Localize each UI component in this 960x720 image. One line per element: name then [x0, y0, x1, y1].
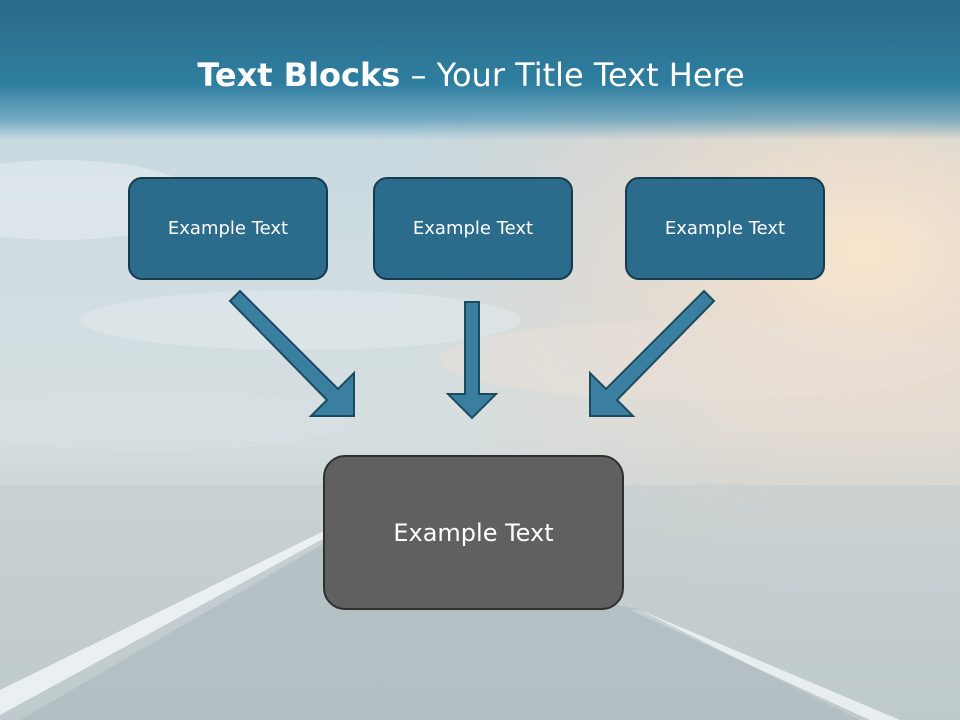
cloud — [0, 390, 350, 450]
track-bed — [20, 540, 860, 720]
text-block-bottom[interactable]: Example Text — [323, 455, 624, 610]
text-block-center[interactable]: Example Text — [373, 177, 573, 280]
slide-title: Text Blocks – Your Title Text Here — [0, 56, 942, 94]
text-block-center-label: Example Text — [412, 218, 534, 239]
text-block-left[interactable]: Example Text — [128, 177, 328, 280]
rail-left — [0, 532, 330, 715]
arrow-right-diagonal — [589, 289, 716, 417]
header-band — [0, 0, 960, 140]
title-separator: – — [400, 56, 437, 94]
text-block-right-label: Example Text — [664, 218, 786, 239]
text-block-right[interactable]: Example Text — [625, 177, 825, 280]
cloud — [440, 320, 960, 400]
title-rest: Your Title Text Here — [436, 56, 745, 94]
text-block-bottom-label: Example Text — [393, 518, 554, 547]
arrow-center-down — [445, 301, 499, 420]
arrow-left-diagonal — [228, 289, 355, 417]
title-bold-part: Text Blocks — [197, 56, 401, 94]
cloud — [80, 290, 520, 350]
text-block-left-label: Example Text — [167, 218, 289, 239]
rail-right — [630, 610, 900, 720]
